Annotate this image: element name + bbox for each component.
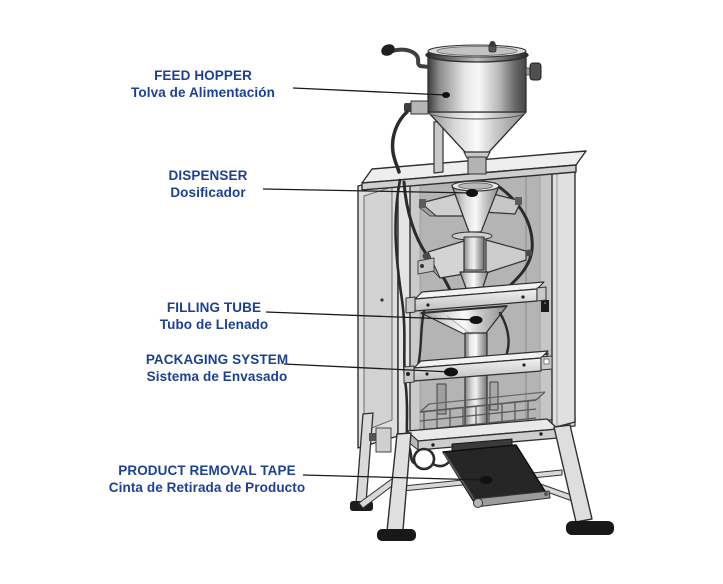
upper-cross-beam xyxy=(405,281,547,314)
leader-line-packaging-system xyxy=(283,363,452,373)
hopper-side-knob xyxy=(529,62,542,81)
label-dispenser-en: DISPENSER xyxy=(168,168,248,183)
label-product-removal-tape-es: Cinta de Retirada de Producto xyxy=(108,480,306,495)
leader-line-dispenser xyxy=(262,188,473,194)
hopper-handle xyxy=(390,47,431,69)
label-feed-hopper-es: Tolva de Alimentación xyxy=(131,85,275,100)
machine-legs xyxy=(377,424,614,541)
support-cables xyxy=(408,447,451,471)
label-filling-tube: FILLING TUBE Tubo de Llenado xyxy=(99,299,329,333)
label-packaging-system: PACKAGING SYSTEM Sistema de Envasado xyxy=(102,351,332,385)
label-feed-hopper: FEED HOPPER Tolva de Alimentación xyxy=(88,67,318,101)
leader-line-feed-hopper xyxy=(292,87,447,96)
label-feed-hopper-en: FEED HOPPER xyxy=(154,68,252,83)
label-product-removal-tape: PRODUCT REMOVAL TAPE Cinta de Retirada d… xyxy=(75,462,339,496)
leader-line-filling-tube xyxy=(265,311,477,321)
feed-hopper-part xyxy=(381,41,542,175)
label-packaging-system-en: PACKAGING SYSTEM xyxy=(145,352,289,367)
leg-foot xyxy=(566,521,614,535)
label-filling-tube-es: Tubo de Llenado xyxy=(159,317,269,332)
label-product-removal-tape-en: PRODUCT REMOVAL TAPE xyxy=(118,463,296,478)
label-dispenser-es: Dosificador xyxy=(170,185,246,200)
label-dispenser: DISPENSER Dosificador xyxy=(93,167,323,201)
leader-line-product-removal-tape xyxy=(302,474,487,481)
power-switch xyxy=(541,300,549,312)
product-removal-tape-part xyxy=(442,438,551,508)
label-packaging-system-es: Sistema de Envasado xyxy=(146,369,288,384)
leg-foot xyxy=(377,529,416,541)
packaging-system-part xyxy=(403,350,553,415)
hopper-cable xyxy=(390,110,409,174)
label-filling-tube-en: FILLING TUBE xyxy=(166,300,262,315)
leader-lines xyxy=(262,87,493,484)
